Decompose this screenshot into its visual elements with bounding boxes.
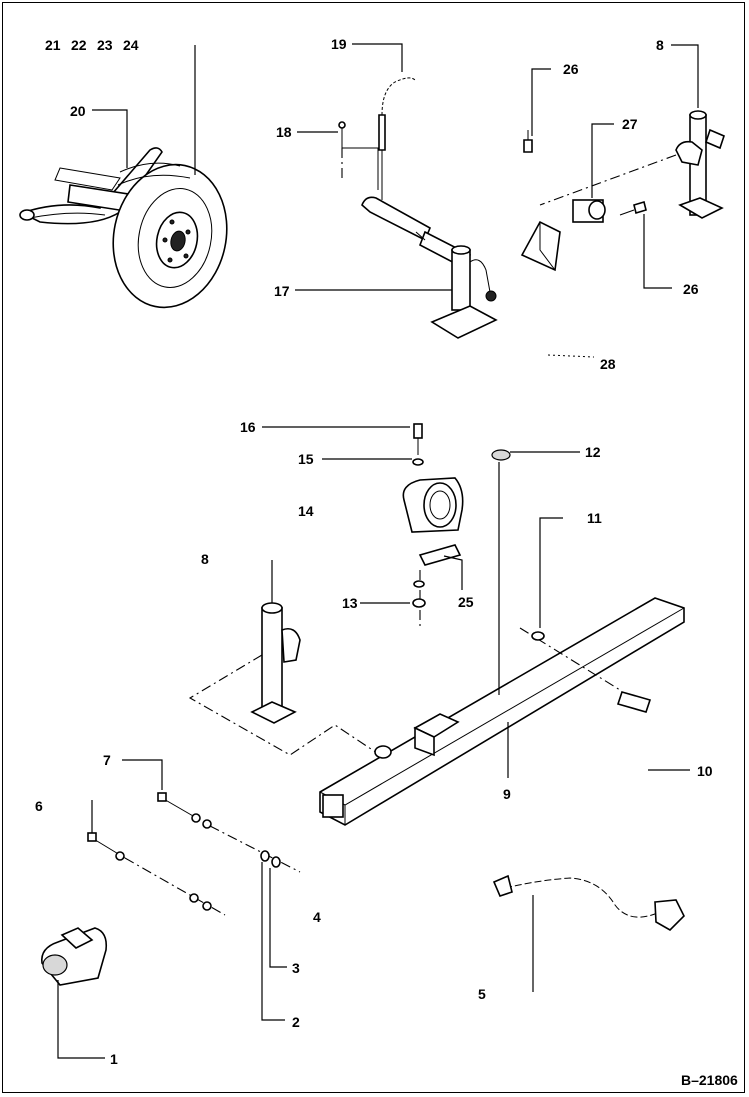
- callout-24: 24: [123, 37, 139, 53]
- callout-26-top: 26: [563, 61, 579, 77]
- wheel-axle-assembly: [19, 147, 228, 309]
- callout-21: 21: [45, 37, 61, 53]
- callout-18: 18: [276, 124, 292, 140]
- callout-16: 16: [240, 419, 256, 435]
- tongue-jack-assembly: [338, 77, 498, 339]
- callout-3: 3: [292, 960, 300, 976]
- callout-6: 6: [35, 798, 43, 814]
- callout-5: 5: [478, 986, 486, 1002]
- safety-chain: [492, 874, 685, 931]
- callout-23: 23: [97, 37, 113, 53]
- callout-10: 10: [697, 763, 713, 779]
- callout-15: 15: [298, 451, 314, 467]
- callout-labels: 21 22 23 24 20 19 18 17 26 8 27 26 28 16…: [35, 36, 738, 1088]
- callout-1: 1: [110, 1051, 118, 1067]
- callout-17: 17: [274, 283, 290, 299]
- callout-28: 28: [600, 356, 616, 372]
- tongue-bar: [319, 597, 685, 826]
- winch-assembly: [402, 423, 511, 630]
- hitch-hardware: [41, 792, 301, 986]
- callout-8-lower: 8: [201, 551, 209, 567]
- jack-lower: [188, 602, 392, 759]
- callout-11: 11: [587, 510, 602, 526]
- figure-id: B–21806: [681, 1072, 738, 1088]
- callout-13: 13: [342, 595, 358, 611]
- callout-20: 20: [70, 103, 86, 119]
- callout-7: 7: [103, 752, 111, 768]
- callout-27: 27: [622, 116, 638, 132]
- callout-22: 22: [71, 37, 87, 53]
- callout-4: 4: [313, 909, 321, 925]
- callout-2: 2: [292, 1014, 300, 1030]
- callout-12: 12: [585, 444, 601, 460]
- callout-26-bottom: 26: [683, 281, 699, 297]
- callout-14: 14: [298, 503, 314, 519]
- callout-8-top: 8: [656, 37, 664, 53]
- jack-top-right: [520, 110, 725, 358]
- callout-9: 9: [503, 786, 511, 802]
- callout-25: 25: [458, 594, 474, 610]
- callout-19: 19: [331, 36, 347, 52]
- leader-lines: [57, 43, 699, 1059]
